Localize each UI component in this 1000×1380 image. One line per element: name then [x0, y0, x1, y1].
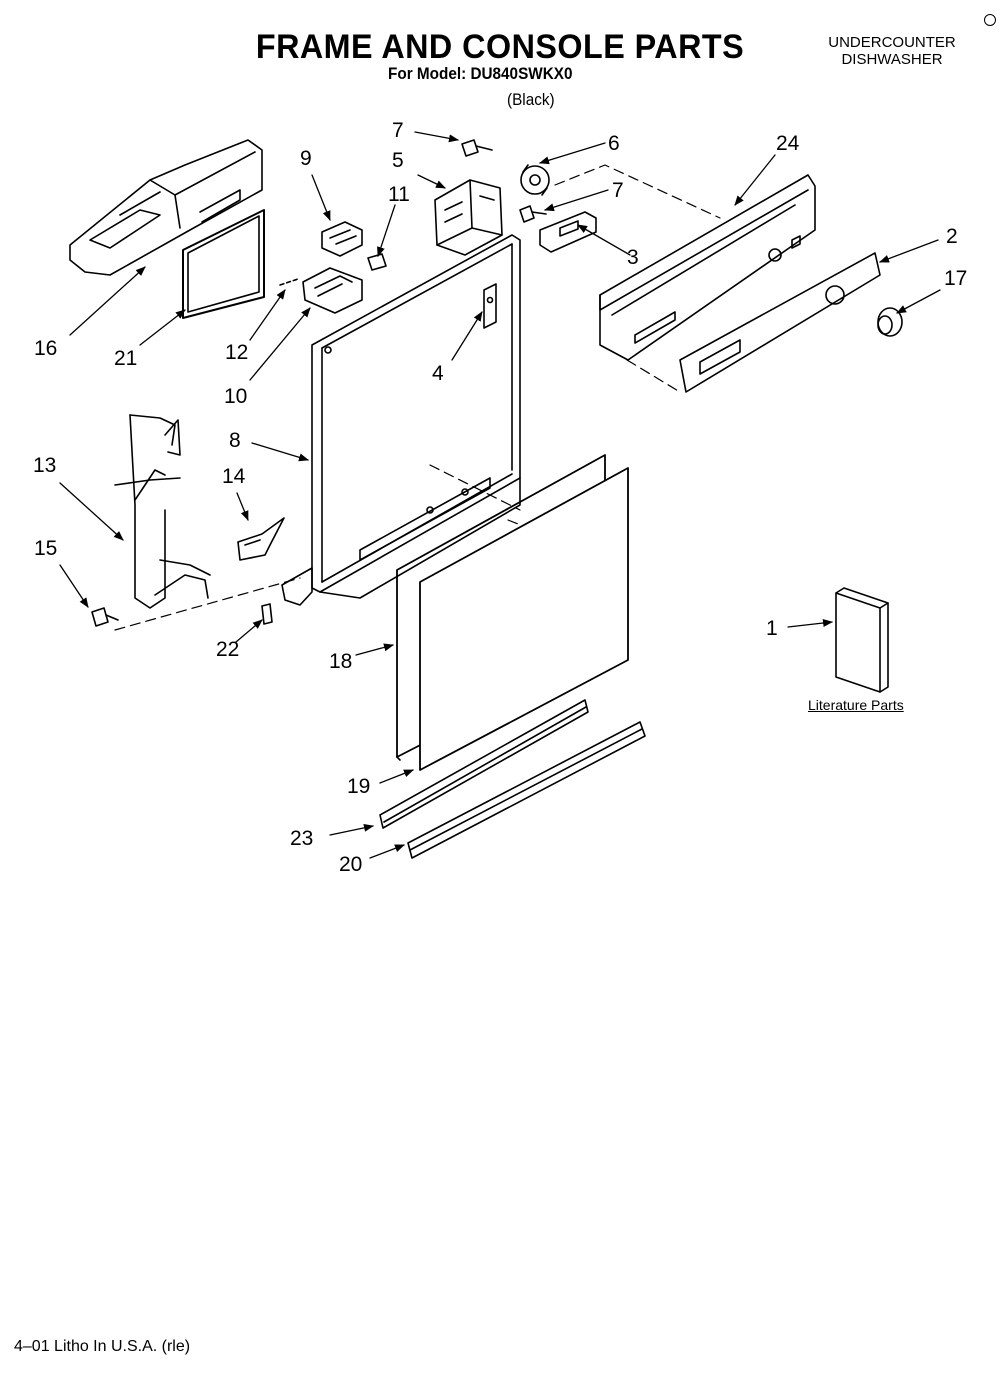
part-13-wire-harness [114, 414, 211, 609]
part-8-door-frame [281, 234, 521, 606]
part-21-panel [182, 209, 265, 319]
callout-18: 18 [329, 650, 352, 673]
callout-20: 20 [339, 853, 362, 876]
page-title: FRAME AND CONSOLE PARTS [255, 28, 745, 66]
part-20-bottom-trim [407, 721, 646, 859]
callout-7-upper: 7 [392, 119, 404, 142]
callout-12: 12 [225, 341, 248, 364]
callout-19: 19 [347, 775, 370, 798]
callout-arrows [59, 131, 941, 859]
callout-13: 13 [33, 454, 56, 477]
callout-16: 16 [34, 337, 57, 360]
part-10-bracket [302, 267, 363, 314]
part-11-connector [367, 253, 387, 271]
category-line-1: UNDERCOUNTER [828, 34, 956, 51]
callout-14: 14 [222, 465, 246, 488]
callout-21: 21 [114, 347, 137, 370]
part-15-screw [91, 607, 119, 627]
part-9-switch [321, 221, 363, 257]
part-14-sensor [237, 517, 285, 561]
part-6-gear [520, 164, 550, 196]
part-19-inner-panel [419, 467, 629, 771]
part-3-bracket [539, 211, 597, 253]
callout-22: 22 [216, 638, 239, 661]
callout-17: 17 [944, 267, 967, 290]
callout-8: 8 [229, 429, 241, 452]
callout-7-lower: 7 [612, 179, 624, 202]
part-4-latch [483, 283, 497, 329]
part-5-module [434, 179, 503, 256]
print-footer: 4–01 Litho In U.S.A. (rle) [14, 1338, 191, 1355]
part-23-trim-strip [379, 699, 589, 829]
part-7-screw-lower [519, 205, 547, 223]
callout-10: 10 [224, 385, 247, 408]
callout-24: 24 [776, 132, 800, 155]
callout-5: 5 [392, 149, 404, 172]
assembly-leader-lines [114, 164, 721, 631]
part-2-overlay [679, 252, 881, 393]
callout-1: 1 [766, 617, 778, 640]
literature-parts-label: Literature Parts [808, 697, 904, 713]
corner-circle-mark [984, 14, 996, 26]
callout-23: 23 [290, 827, 313, 850]
model-number: For Model: DU840SWKX0 [388, 64, 573, 83]
callout-2: 2 [946, 225, 958, 248]
part-7-screw-upper [461, 139, 493, 157]
callout-3: 3 [627, 246, 639, 269]
part-17-knob [877, 307, 903, 337]
callout-6: 6 [608, 132, 620, 155]
part-12-pin [279, 278, 299, 286]
callout-15: 15 [34, 537, 57, 560]
callout-9: 9 [300, 147, 312, 170]
color-variant: (Black) [507, 90, 555, 109]
part-24-console [599, 174, 816, 361]
category-line-2: DISHWASHER [841, 51, 943, 68]
part-1-literature-booklet [835, 587, 889, 693]
part-22-clip [261, 603, 273, 625]
callout-4: 4 [432, 362, 444, 385]
part-16-housing [69, 139, 263, 276]
appliance-category: UNDERCOUNTER DISHWASHER [808, 34, 976, 68]
callout-11: 11 [388, 183, 410, 206]
